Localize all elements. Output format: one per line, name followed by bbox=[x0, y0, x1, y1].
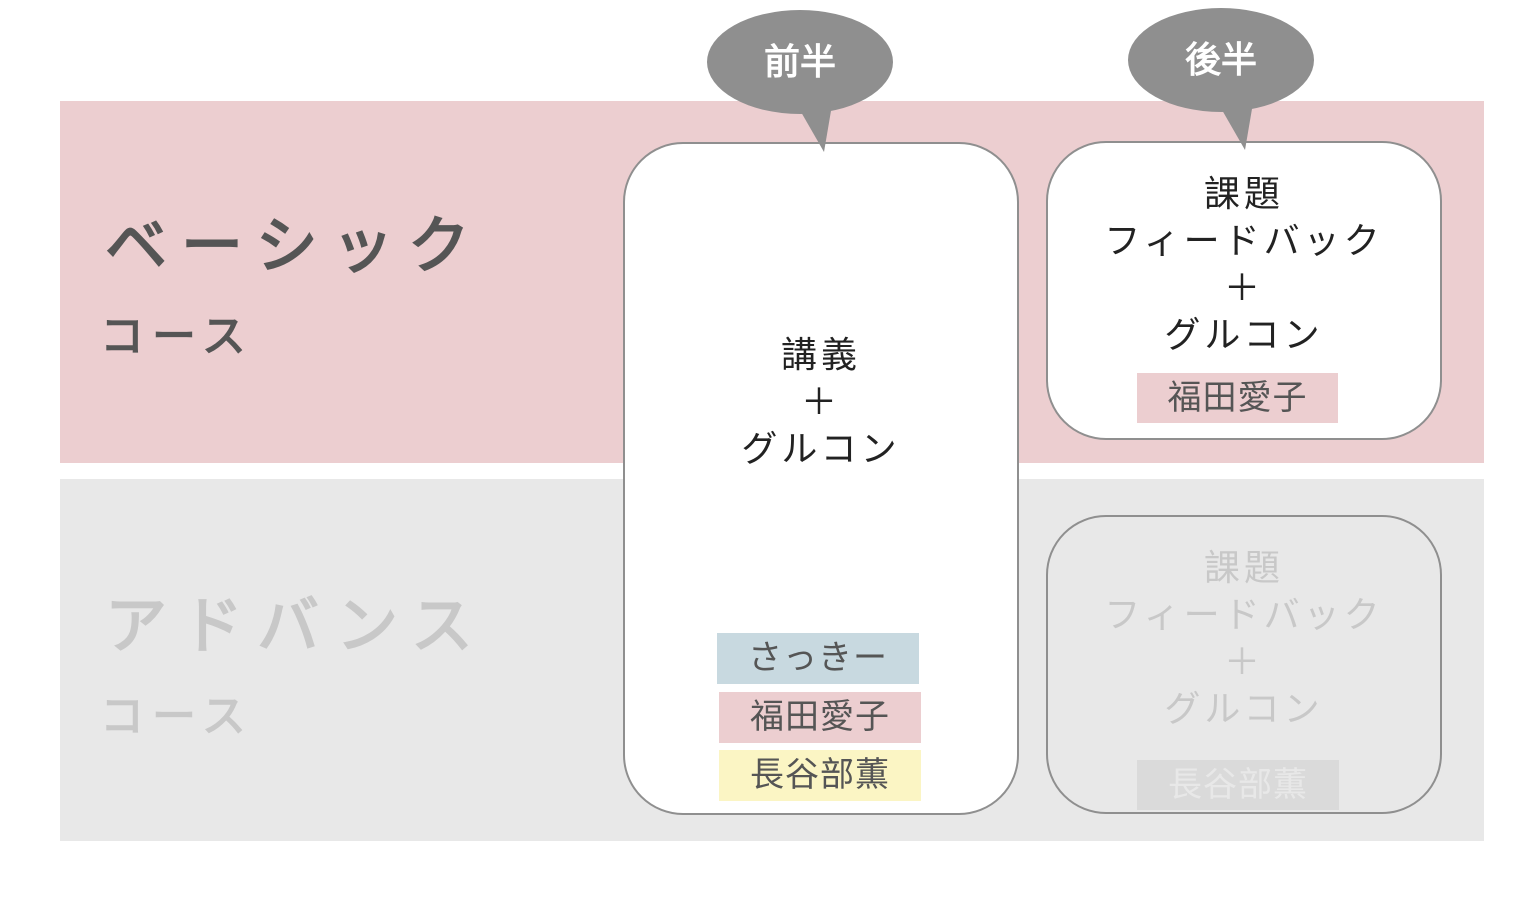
line-group-consult: グルコン bbox=[741, 429, 901, 470]
advanced-second-half-box: 課題 フィードバック ＋ グルコン bbox=[1046, 515, 1442, 814]
basic-course-title: ベーシック bbox=[105, 209, 484, 282]
line-assignment: 課題 bbox=[1203, 174, 1284, 215]
basic-course-subtitle: コース bbox=[100, 311, 254, 362]
line-feedback: フィードバック bbox=[1104, 595, 1384, 636]
staff-chip-hasebe-advanced: 長谷部薫 bbox=[1137, 760, 1339, 810]
first-half-bubble bbox=[707, 10, 893, 152]
basic-second-content: 課題 フィードバック ＋ グルコン bbox=[1104, 171, 1383, 359]
line-plus: ＋ bbox=[800, 382, 841, 423]
advanced-course-title: アドバンス bbox=[105, 589, 487, 662]
advanced-course-subtitle: コース bbox=[100, 691, 254, 742]
second-half-bubble bbox=[1128, 8, 1314, 150]
staff-chip-hasebe: 長谷部薫 bbox=[719, 750, 921, 801]
line-plus: ＋ bbox=[1223, 642, 1264, 683]
line-feedback: フィードバック bbox=[1104, 221, 1384, 262]
staff-chip-sakki: さっきー bbox=[717, 633, 919, 684]
line-assignment: 課題 bbox=[1203, 548, 1284, 589]
first-half-content: 講義 ＋ グルコン bbox=[741, 332, 900, 473]
staff-chip-fukuda-basic: 福田愛子 bbox=[1137, 373, 1338, 423]
line-lecture: 講義 bbox=[780, 335, 861, 376]
staff-chip-fukuda: 福田愛子 bbox=[719, 692, 921, 743]
phase-bubbles bbox=[707, 8, 1314, 152]
line-group-consult: グルコン bbox=[1164, 315, 1324, 356]
advanced-second-content: 課題 フィードバック ＋ グルコン bbox=[1104, 545, 1383, 733]
first-half-label: 前半 bbox=[763, 41, 836, 83]
line-plus: ＋ bbox=[1223, 268, 1264, 309]
line-group-consult: グルコン bbox=[1164, 689, 1324, 730]
second-half-label: 後半 bbox=[1184, 39, 1257, 81]
